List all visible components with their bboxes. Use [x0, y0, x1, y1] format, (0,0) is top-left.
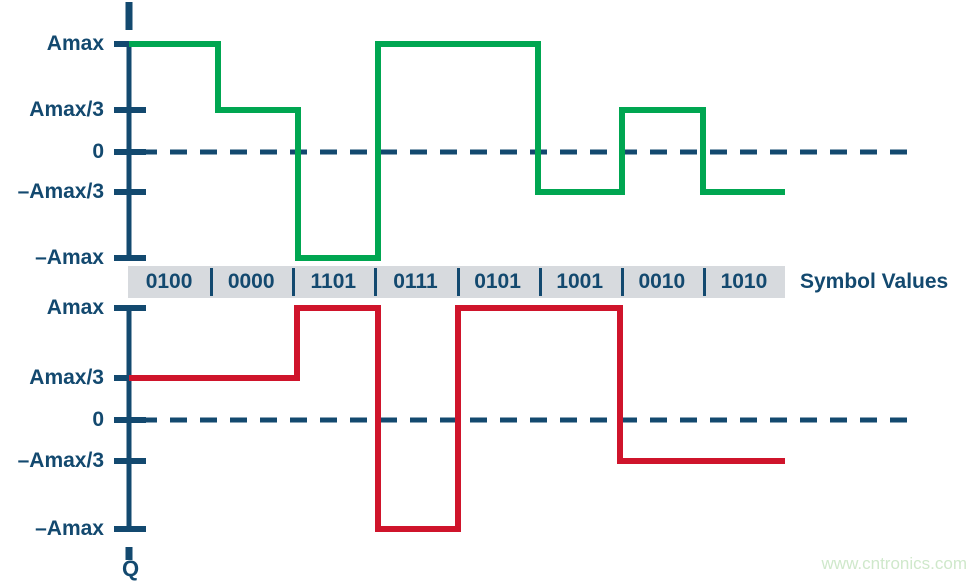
i-waveform-trace [129, 41, 785, 261]
q-axis-label-zero: 0 [92, 408, 104, 431]
q-axis-label-amax: Amax [46, 296, 104, 319]
watermark: www.cntronics.com [821, 554, 967, 573]
q-axis-label-amax-third: Amax/3 [29, 366, 104, 389]
symbol-cell: 1001 [538, 266, 621, 298]
symbol-cell: 0111 [374, 266, 456, 298]
symbol-values-band: 0100 0000 1101 0111 0101 1001 0010 1010 [128, 266, 785, 298]
i-axis-group [114, 2, 918, 261]
symbol-cell: 0100 [145, 270, 193, 293]
symbol-cell: 1010 [702, 266, 785, 298]
i-axis-label-amax: Amax [46, 32, 104, 55]
symbol-values-row-label: Symbol Values [800, 270, 949, 293]
symbol-cell: 1101 [292, 266, 374, 298]
q-axis-label-neg-amax-third: –Amax/3 [17, 449, 104, 472]
symbol-cell: 0101 [456, 266, 539, 298]
q-axis-group [114, 305, 918, 560]
symbol-cell: 0010 [620, 266, 703, 298]
q-axis-label-neg-amax: –Amax [35, 517, 104, 540]
i-axis-label-neg-amax-third: –Amax/3 [17, 180, 104, 203]
i-axis-label-zero: 0 [92, 140, 104, 163]
symbol-cell: 0000 [210, 266, 292, 298]
i-axis-label-neg-amax: –Amax [35, 246, 104, 269]
i-axis-label-amax-third: Amax/3 [29, 98, 104, 121]
q-axis-name: Q [122, 556, 140, 581]
q-waveform-trace [129, 305, 785, 532]
